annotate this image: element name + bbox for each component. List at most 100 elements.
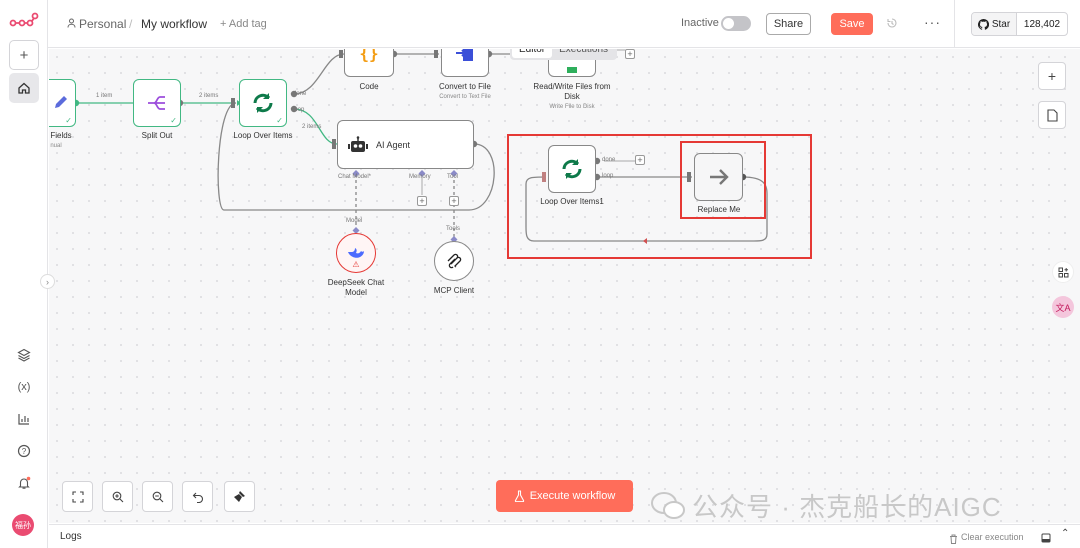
share-button[interactable]: Share [766,13,811,35]
trash-icon [949,531,958,548]
translate-icon[interactable]: 文A [1052,296,1074,318]
loop-icon [562,159,582,179]
view-tabs: Editor Executions [510,49,618,60]
port-loop-label: loop [293,107,305,113]
svg-text:?: ? [22,447,27,456]
edge-loop-code [293,53,345,95]
split-out-icon [148,96,165,110]
logs-label: Logs [60,531,82,542]
workflow-canvas[interactable]: Editor Executions ✓ Fields nual 1 item ✓… [49,49,1080,523]
breadcrumb-owner[interactable]: Personal [79,17,127,31]
sidebar: + (x) ? 福孙 [0,0,48,548]
variables-icon[interactable]: (x) [17,381,31,393]
header-divider [954,0,955,47]
node-replace-me[interactable] [694,153,743,201]
success-check-icon: ✓ [170,116,177,125]
expand-chevron-icon[interactable]: ⌃ [1061,528,1070,539]
node-replace-label: Replace Me [697,205,741,214]
notification-bell-icon[interactable] [9,468,39,498]
arrow-head [643,238,647,244]
active-toggle[interactable] [721,16,751,31]
success-check-icon: ✓ [276,116,283,125]
node-loop-label: Loop Over Items [233,131,293,140]
execute-workflow-button[interactable]: Execute workflow [496,480,633,512]
home-icon[interactable] [9,73,39,103]
github-star-count: 128,402 [1023,18,1061,30]
top-bar: Personal / My workflow + Add tag Inactiv… [48,0,1080,48]
file-import-icon [456,49,473,61]
node-loop-over-items-1[interactable] [548,145,596,193]
edge-count-label: 1 item [96,93,113,99]
code-braces-icon: {} [359,49,379,63]
port-tools-label: Tools [446,226,461,232]
github-star-label: Star [991,18,1011,30]
help-icon[interactable]: ? [9,436,39,466]
node-split-out[interactable]: ✓ [133,79,181,127]
node-edit-fields[interactable]: ✓ [49,79,76,127]
more-options-icon[interactable]: ··· [924,14,941,30]
edge-agent-back [217,102,495,211]
save-button[interactable]: Save [831,13,873,35]
port-chat-model-label: Chat Model* [338,174,372,180]
highlight-box-inner [680,141,766,219]
workflow-name[interactable]: My workflow [141,17,208,31]
pencil-icon [54,96,67,108]
github-star-button[interactable]: Star 128,402 [971,12,1068,36]
apps-grid-icon[interactable] [1052,261,1074,283]
node-code-label: Code [359,82,379,91]
zoom-out-button[interactable] [142,481,173,512]
wechat-icon [651,491,685,519]
undo-button[interactable] [182,481,213,512]
mcp-icon [447,253,462,269]
port-model-label: Model [346,218,363,224]
port-tool-label: Tool [447,174,459,180]
execute-workflow-label: Execute workflow [529,490,616,502]
node-convert-label: Convert to File [438,82,492,91]
node-fields-sub: nual [50,143,62,149]
add-done-plus-icon[interactable]: + [635,155,645,165]
node-convert-to-file[interactable] [441,49,489,77]
n8n-logo[interactable] [9,12,39,35]
add-tag-button[interactable]: + Add tag [220,18,267,30]
history-icon[interactable] [886,17,898,32]
add-tool-plus-icon[interactable]: + [449,196,459,206]
add-node-plus-icon[interactable]: + [625,49,635,59]
create-button[interactable]: + [9,40,39,70]
node-deepseek-chat-model[interactable]: ⚠ [336,233,376,273]
file-icon [567,67,577,73]
avatar[interactable]: 福孙 [12,514,34,536]
flask-icon [514,490,524,502]
node-convert-sub: Convert to Text File [439,94,491,100]
clear-execution-button[interactable]: Clear execution [961,532,1024,542]
node-loop-over-items[interactable]: ✓ [239,79,287,127]
node-code[interactable]: {} [344,49,394,77]
highlight-box-outer [507,134,812,259]
node-readwrite-label: Read/Write Files from Disk [533,82,611,101]
tab-executions[interactable]: Executions [559,49,609,55]
zoom-in-button[interactable] [102,481,133,512]
node-readwrite-sub: Write File to Disk [549,104,595,110]
node-split-out-label: Split Out [141,131,173,140]
templates-icon[interactable] [9,340,39,370]
active-status-label: Inactive [681,17,719,29]
collapse-sidebar-button[interactable]: › [40,274,55,289]
sticky-note-button[interactable] [1038,101,1066,129]
user-icon [67,17,76,31]
deepseek-whale-icon [348,248,364,258]
panel-toggle-icon[interactable] [1041,530,1051,548]
add-node-button[interactable]: + [1038,62,1066,90]
port-done-label: done [293,91,307,97]
node-ai-agent[interactable]: AI Agent [337,120,474,169]
port-memory-label: Memory [409,174,431,180]
add-memory-plus-icon[interactable]: + [417,196,427,206]
node-mcp-label: MCP Client [433,286,475,295]
fit-view-button[interactable] [62,481,93,512]
insights-icon[interactable] [9,404,39,434]
tab-editor[interactable]: Editor [512,49,553,58]
port-done-label: done [602,157,616,163]
node-ai-agent-label: AI Agent [376,139,411,150]
breadcrumb-separator: / [129,17,133,31]
node-mcp-client[interactable] [434,241,474,281]
tidy-up-button[interactable] [224,481,255,512]
logs-panel-bar[interactable]: Logs Clear execution ⌃ [49,524,1080,548]
